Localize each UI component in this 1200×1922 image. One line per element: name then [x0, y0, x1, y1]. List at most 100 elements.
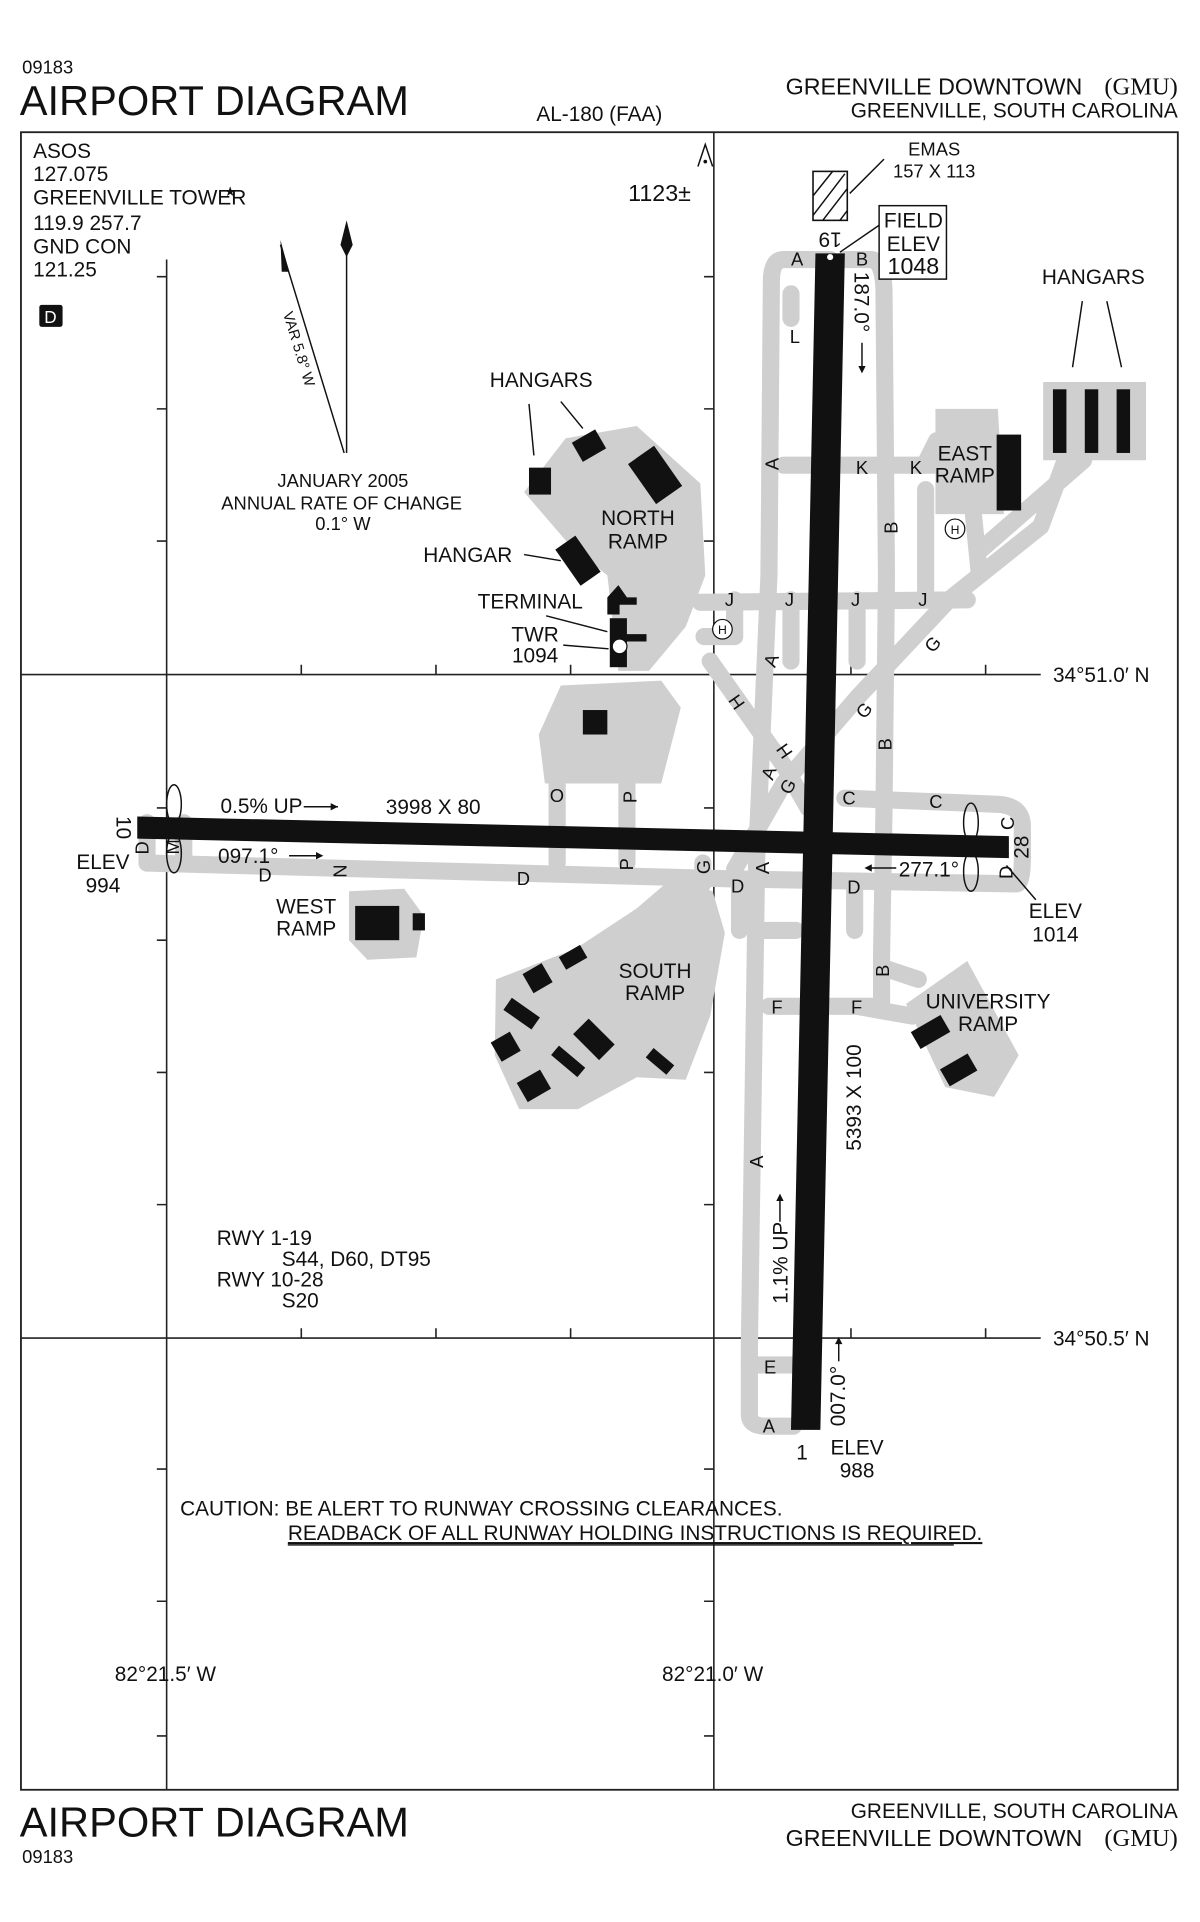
comms-tower-freq: 119.9 257.7: [33, 212, 141, 235]
rwy-10-28-label: RWY 10-28: [217, 1269, 324, 1292]
taxiway-label: A: [752, 861, 773, 874]
runway-1-heading: 007.0°: [827, 1366, 850, 1426]
taxiway-label: D: [996, 866, 1017, 879]
magvar-rate: 0.1° W: [315, 513, 371, 534]
footer-location: GREENVILLE, SOUTH CAROLINA: [851, 1800, 1178, 1823]
taxiway-label: D: [517, 868, 530, 889]
runway-10-elev-label: ELEV: [76, 851, 129, 874]
comms-gnd-freq: 121.25: [33, 259, 97, 282]
runway-28-number: 28: [1010, 836, 1033, 859]
runway-19-threshold-light: [827, 254, 834, 261]
runway-19-heading: 187.0°: [850, 272, 873, 332]
runway-1-elev-label: ELEV: [830, 1436, 883, 1459]
airport-ident: (GMU): [1104, 73, 1177, 100]
east-ramp-label: EAST: [938, 442, 993, 465]
deice-badge: [39, 304, 63, 327]
chart-frame: [20, 131, 1179, 1791]
latitude-label-1: 34°51.0′ N: [1053, 664, 1150, 687]
magvar-label: VAR 5.8° W: [279, 310, 317, 389]
south-ramp-label-2: RAMP: [625, 982, 685, 1005]
field-elev-label-2: ELEV: [887, 233, 940, 256]
runway-stopway-symbols: [165, 783, 980, 892]
taxiway-label: P: [620, 791, 641, 803]
caution-line-2: READBACK OF ALL RUNWAY HOLDING INSTRUCTI…: [288, 1522, 983, 1545]
taxiway-label: B: [880, 522, 901, 534]
field-elev-label: FIELD: [884, 210, 943, 233]
west-ramp-label: WEST: [276, 895, 336, 918]
taxiway-label: M: [162, 839, 183, 854]
rwy-1-19-label: RWY 1-19: [217, 1227, 312, 1250]
taxiway-label: B: [874, 738, 895, 750]
footer-chart-number: 09183: [22, 1846, 73, 1867]
comms-asos-freq: 127.075: [33, 163, 108, 186]
taxiway-label: C: [997, 817, 1018, 830]
tower-elev: 1094: [512, 644, 558, 667]
runway-10-28: [137, 816, 1009, 859]
taxiway-label: K: [910, 457, 923, 478]
south-ramp-label: SOUTH: [619, 960, 692, 983]
heliport-label: H: [951, 523, 960, 537]
runway-10-28-gradient: 0.5% UP: [220, 795, 302, 818]
taxiway-label: D: [131, 841, 152, 854]
runway-1-number: 1: [796, 1441, 808, 1464]
runway-10-number: 10: [111, 816, 134, 839]
field-elev-box: [878, 204, 948, 280]
footer-airport-ident: (GMU): [1104, 1825, 1177, 1852]
magvar-arrows: [279, 220, 353, 454]
west-ramp-label-2: RAMP: [276, 917, 336, 940]
runway-28-elev-label: ELEV: [1029, 900, 1082, 923]
tower-label: TWR: [511, 623, 558, 646]
runway-1-elev: 988: [840, 1460, 875, 1483]
runway-19-number: 19: [819, 228, 842, 251]
taxiway-label: D: [847, 877, 860, 898]
heliport-label: H: [718, 623, 727, 637]
taxiway-label: C: [929, 791, 942, 812]
longitude-label-2: 82°21.0′ W: [662, 1663, 764, 1686]
taxiway-label: J: [785, 589, 794, 610]
chart-title: AIRPORT DIAGRAM: [20, 77, 409, 124]
buildings: [355, 389, 1131, 1103]
taxiway-label: A: [762, 457, 783, 470]
footer-airport-name: GREENVILLE DOWNTOWN: [786, 1825, 1083, 1851]
caution-line-1: CAUTION: BE ALERT TO RUNWAY CROSSING CLE…: [180, 1498, 782, 1521]
taxiway-label: F: [771, 997, 782, 1018]
east-ramp-label-2: RAMP: [935, 464, 995, 487]
airport-location: GREENVILLE, SOUTH CAROLINA: [851, 100, 1178, 123]
taxiway-label: D: [258, 864, 271, 885]
heliport-icon: H: [944, 518, 966, 540]
runway-10-heading: 097.1°: [218, 845, 278, 868]
airport-name: GREENVILLE DOWNTOWN: [786, 73, 1083, 99]
field-elev-value: 1048: [888, 253, 940, 279]
lat-lon-grid: [20, 132, 1041, 1790]
taxiway-label: D: [731, 875, 744, 896]
runway-28-heading: 277.1°: [899, 859, 959, 882]
deice-badge-label: D: [44, 307, 56, 327]
taxiway-label: B: [856, 249, 868, 270]
taxiway-label: B: [872, 965, 893, 977]
taxiway-label: P: [616, 858, 637, 870]
taxiway-label: G: [693, 860, 714, 874]
taxiway-label: A: [763, 1415, 776, 1436]
chart-number: 09183: [22, 56, 73, 77]
hangars-north-label: HANGARS: [490, 369, 593, 392]
university-ramp-label: UNIVERSITY: [926, 991, 1051, 1014]
comms-asos: ASOS: [33, 140, 91, 163]
taxiway-label: J: [851, 589, 860, 610]
heliport-icon: H: [712, 618, 733, 640]
taxiway-label: A: [791, 249, 804, 270]
taxiway-label: F: [851, 997, 862, 1018]
taxiway-label: K: [856, 457, 869, 478]
comms-gnd: GND CON: [33, 235, 131, 258]
magvar-date: JANUARY 2005: [277, 470, 408, 491]
procedure-id: AL-180 (FAA): [536, 103, 662, 126]
obstacle-icon: [697, 142, 714, 167]
magvar-rate-label: ANNUAL RATE OF CHANGE: [221, 492, 462, 513]
longitude-label-1: 82°21.5′ W: [115, 1663, 217, 1686]
terminal-label: TERMINAL: [478, 590, 583, 613]
runway-1-19-dims: 5393 X 100: [843, 1044, 866, 1150]
taxiway-label: E: [764, 1357, 776, 1378]
runway-10-28-dims: 3998 X 80: [386, 796, 481, 819]
runway-1-19-gradient: 1.1% UP: [769, 1222, 792, 1304]
runway-10-elev: 994: [86, 874, 121, 897]
taxiway-label: J: [725, 589, 734, 610]
